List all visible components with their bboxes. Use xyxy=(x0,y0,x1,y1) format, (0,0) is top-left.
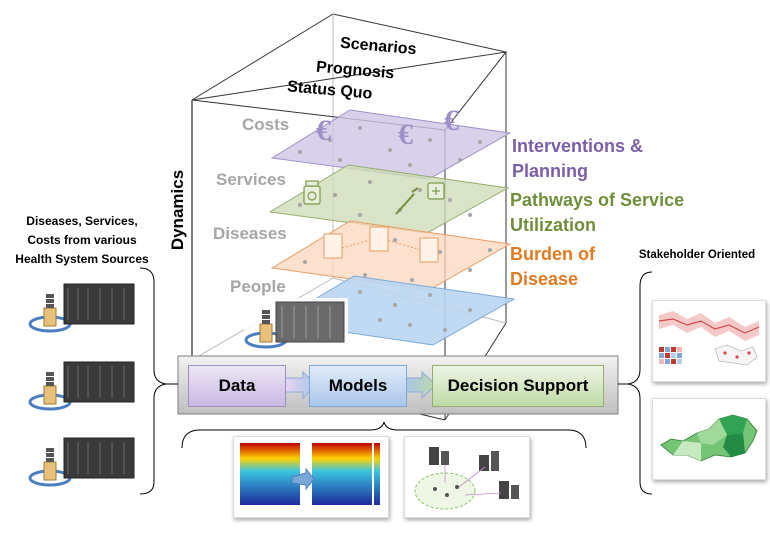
burden-of-disease-label: Burden of Disease xyxy=(510,242,595,292)
disease-links xyxy=(341,239,421,251)
line-chart-thumbnail xyxy=(652,300,766,382)
database-server-icon xyxy=(28,283,135,333)
network-thumbnail xyxy=(404,436,530,518)
label-line: Burden of xyxy=(510,244,595,264)
decision-support-step: Decision Support xyxy=(432,365,604,407)
euro-icon: € xyxy=(444,104,459,137)
costs-layer-plane xyxy=(270,109,512,180)
diseases-layer-plane xyxy=(270,220,512,291)
sources-title: Diseases, Services, Costs from various H… xyxy=(6,212,158,269)
stakeholder-title: Stakeholder Oriented xyxy=(638,249,756,261)
heatmap-image xyxy=(240,443,380,505)
title-line: Health System Sources xyxy=(15,252,149,266)
database-server-icon xyxy=(28,437,135,487)
label-line: Planning xyxy=(512,161,588,181)
pill-bottle-icon xyxy=(303,180,321,205)
left-brace xyxy=(139,267,167,495)
syringe-icon xyxy=(395,187,419,215)
costs-layer-label: Costs xyxy=(242,115,290,134)
right-brace xyxy=(627,271,653,495)
dynamics-label: Dynamics xyxy=(168,169,187,251)
choropleth-map-thumbnail xyxy=(652,398,766,480)
euro-icon: € xyxy=(316,114,331,147)
bottom-brace xyxy=(181,421,587,449)
austria-map-image xyxy=(660,414,758,462)
heatmap-thumbnail xyxy=(233,436,389,518)
models-to-decision-arrow xyxy=(404,370,437,400)
pathways-service-label: Pathways of Service Utilization xyxy=(510,188,684,238)
medicine-box-icon xyxy=(427,182,445,200)
interventions-planning-label: Interventions & Planning xyxy=(512,134,643,184)
diseases-layer-label: Diseases xyxy=(213,224,287,243)
label-line: Interventions & xyxy=(512,136,644,156)
people-layer-label: People xyxy=(230,277,286,296)
label-line: Utilization xyxy=(510,215,596,235)
label-line: Disease xyxy=(510,269,579,289)
database-server-icon xyxy=(28,361,135,411)
dashboard-image xyxy=(658,311,760,366)
models-step: Models xyxy=(309,365,407,407)
services-layer-label: Services xyxy=(216,170,286,189)
label-line: Pathways of Service xyxy=(510,190,685,210)
network-image xyxy=(414,447,519,510)
title-line: Diseases, Services, xyxy=(26,214,138,228)
database-server-icon xyxy=(244,298,348,354)
title-line: Costs from various xyxy=(27,233,137,247)
clipboard-icon xyxy=(323,226,439,263)
data-step: Data xyxy=(188,365,286,407)
euro-icon: € xyxy=(398,118,413,151)
